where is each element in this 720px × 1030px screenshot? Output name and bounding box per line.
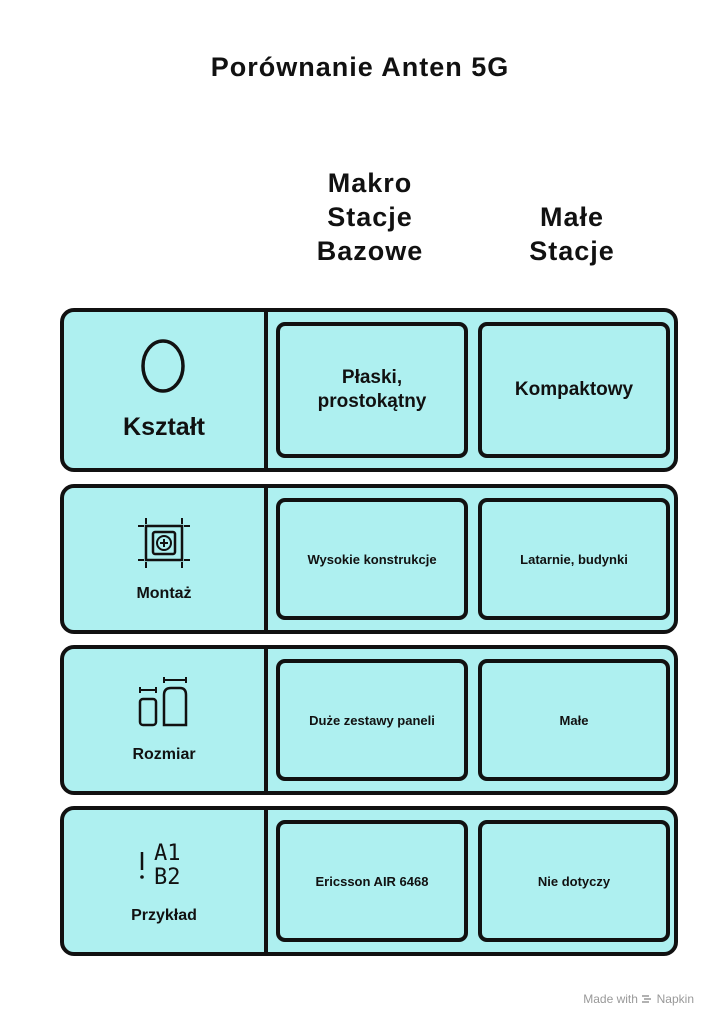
row-divider [264,649,268,791]
row-label-cell: A1 B2 Przykład [64,810,264,952]
row-label: Przykład [131,906,197,924]
column-header-macro: Makro Stacje Bazowe [316,168,424,266]
column-header-small: Małe Stacje [529,202,615,266]
watermark-brand: Napkin [656,992,694,1006]
small-cell: Małe [478,659,670,781]
oval-icon [141,338,187,399]
row-divider [264,312,268,468]
example-icon-text-2: B2 [154,865,181,890]
small-cell: Nie dotyczy [478,820,670,942]
row-label-cell: Rozmiar [64,649,264,791]
small-cell: Latarnie, budynki [478,498,670,620]
example-icon-text-1: A1 [154,841,181,866]
page-title: Porównanie Anten 5G [210,52,510,82]
row-label: Montaż [136,584,192,602]
comparison-row-example: A1 B2 Przykład Ericsson AIR 6468 Nie dot… [60,806,678,956]
row-label: Kształt [123,413,205,441]
napkin-logo-icon [641,993,653,1005]
example-icon: A1 B2 [134,838,194,897]
row-label-cell: Kształt [64,312,264,468]
row-divider [264,810,268,952]
comparison-row-shape: Kształt Płaski, prostokątny Kompaktowy [60,308,678,472]
macro-cell: Wysokie konstrukcje [276,498,468,620]
comparison-row-mounting: Montaż Wysokie konstrukcje Latarnie, bud… [60,484,678,634]
small-cell: Kompaktowy [478,322,670,458]
macro-cell: Ericsson AIR 6468 [276,820,468,942]
row-label: Rozmiar [132,745,196,763]
row-divider [264,488,268,630]
row-label-cell: Montaż [64,488,264,630]
comparison-row-size: Rozmiar Duże zestawy paneli Małe [60,645,678,795]
mount-target-icon [136,516,192,575]
macro-cell: Płaski, prostokątny [276,322,468,458]
watermark-prefix: Made with [583,992,638,1006]
size-compare-icon [136,676,192,736]
macro-cell: Duże zestawy paneli [276,659,468,781]
watermark: Made with Napkin [583,992,694,1006]
